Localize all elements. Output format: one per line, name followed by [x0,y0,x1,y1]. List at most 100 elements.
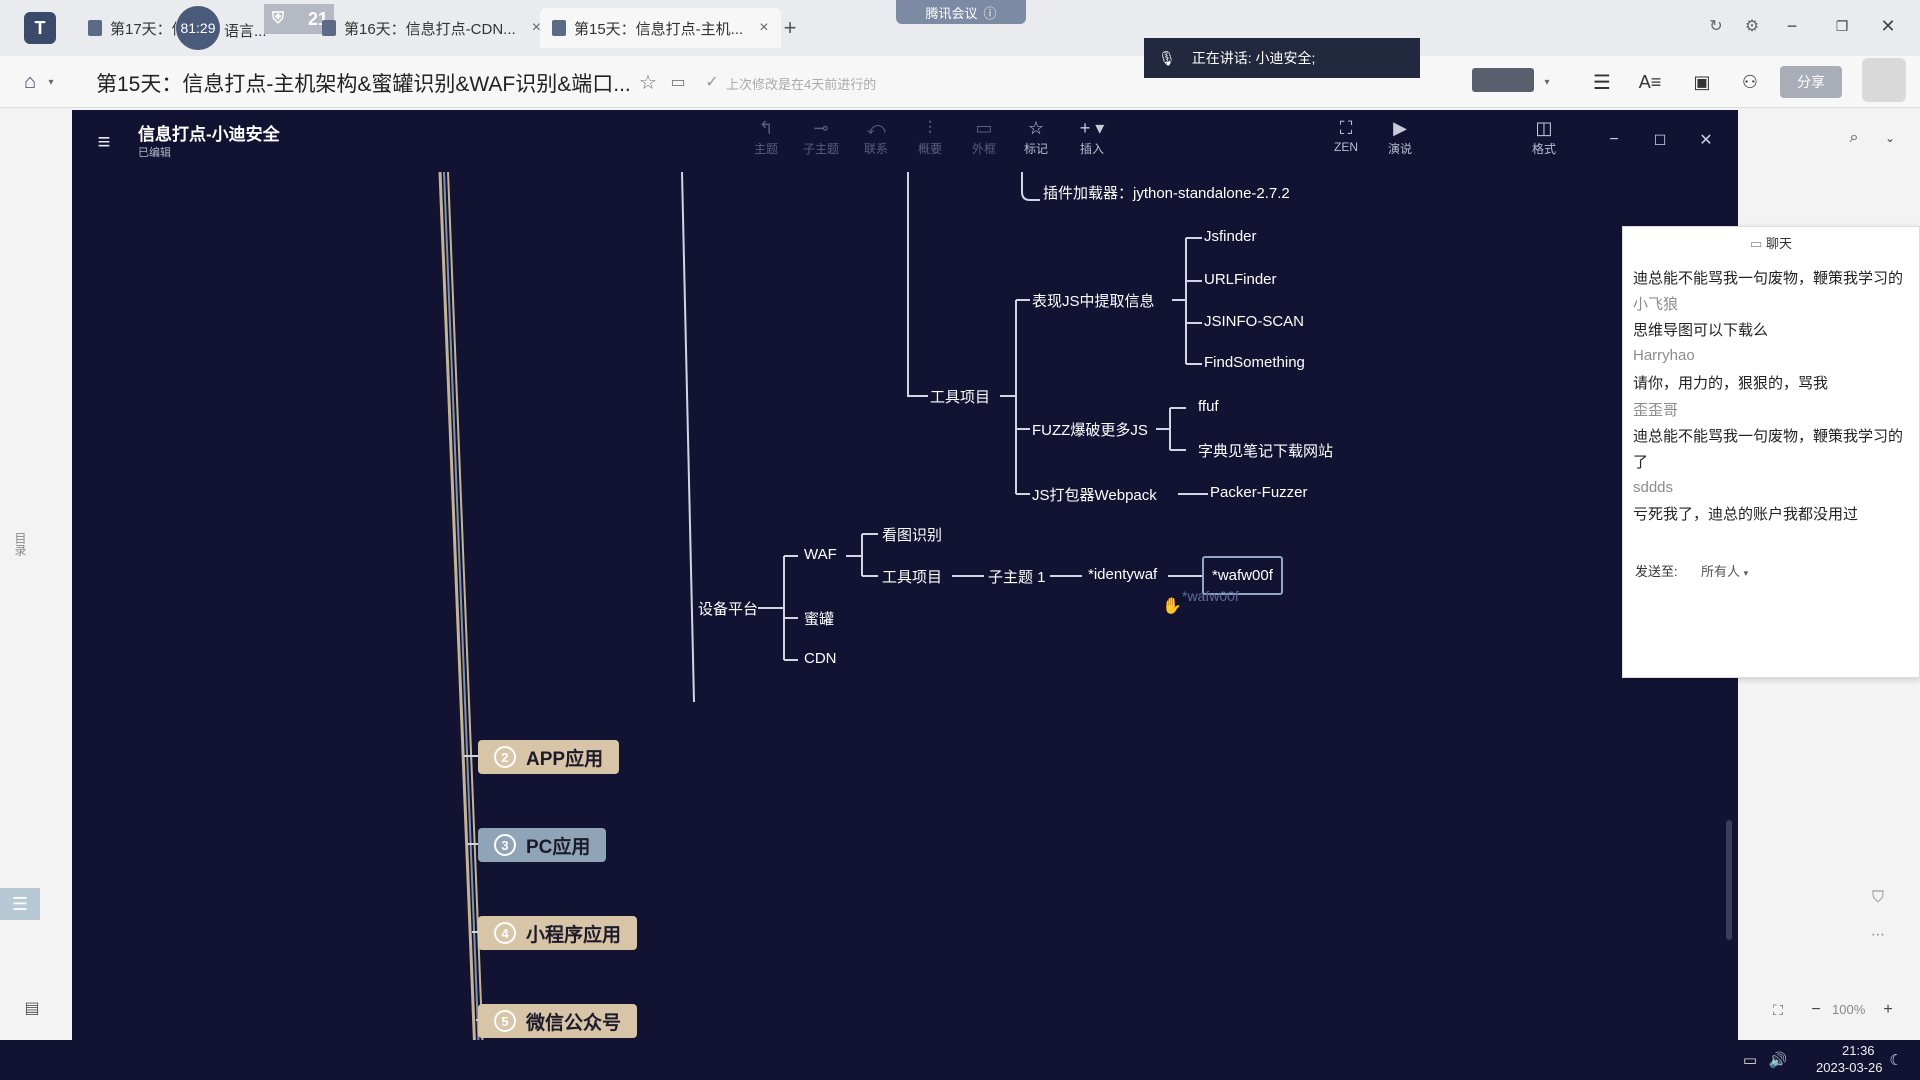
settings-icon[interactable]: ⚙ [1744,18,1760,35]
insert-plus-icon: + ▾ [1079,118,1105,138]
node-identywaf[interactable]: *identywaf [1088,566,1158,583]
node-subtopic[interactable]: 子主题 1 [988,569,1046,586]
chat-message: 迪总能不能骂我一句废物，鞭策我学习的 [1633,428,1904,445]
node-packer-fuzzer[interactable]: Packer-Fuzzer [1210,484,1308,501]
node-waf-image[interactable]: 看图识别 [882,527,943,544]
send-to-select[interactable]: 所有人 ▾ [1701,561,1748,580]
share-button[interactable]: 分享 [1780,66,1842,98]
chevron-down-icon[interactable]: ▾ [1544,76,1550,88]
node-webpack[interactable]: JS打包器Webpack [1032,487,1157,504]
page-title: 第15天：信息打点-主机架构&蜜罐识别&WAF识别&端口... [96,73,631,96]
node-jsinfo-scan[interactable]: JSINFO-SCAN [1204,313,1305,330]
zen-mode-button[interactable]: ⛶ZEN [1322,118,1370,154]
tool-insert[interactable]: + ▾插入 [1068,118,1116,157]
hamburger-menu-icon[interactable]: ≡ [97,129,111,154]
user-add-icon[interactable]: ⚇ [1741,71,1759,92]
branch-miniprogram[interactable]: 4 小程序应用 [478,916,638,950]
home-icon[interactable]: ⌂ [23,70,37,93]
node-urlfinder[interactable]: URLFinder [1204,271,1277,288]
tab-day15[interactable]: 第15天：信息打点-主机... × [540,8,781,48]
close-tab-icon[interactable]: × [531,19,542,36]
vertical-scrollbar[interactable] [1726,820,1732,940]
meeting-label: 腾讯会议 [925,5,978,21]
branch-label: APP应用 [526,748,604,770]
node-dictionary[interactable]: 字典见笔记下载网站 [1198,443,1334,460]
document-icon [88,20,102,36]
star-icon[interactable]: ☆ [639,71,657,94]
maximize-icon[interactable]: ❐ [1835,17,1849,34]
tool-label: ZEN [1334,140,1358,154]
boundary-icon: ▭ [975,118,993,138]
tool-marker[interactable]: ☆标记 [1012,118,1060,157]
volume-icon[interactable]: 🔊 [1768,1052,1788,1069]
node-wafw00f-selected[interactable]: *wafw00f [1202,556,1283,595]
app-logo-icon[interactable]: T [24,12,56,44]
tool-label: 主题 [753,142,778,156]
tool-relationship[interactable]: ⤺联系 [852,118,900,157]
avatar-group[interactable] [1472,68,1534,92]
node-tool-project[interactable]: 工具项目 [930,389,991,406]
zoom-in-button[interactable]: + [1883,1001,1893,1018]
node-plugin-loader[interactable]: 插件加载器：jython-standalone-2.7.2 [1043,185,1290,202]
meeting-banner[interactable]: 腾讯会议 ⓘ [896,0,1026,24]
chevron-down-icon[interactable]: ⌄ [1884,131,1896,145]
app-close-icon[interactable]: ✕ [1699,132,1713,149]
chat-bubble-icon: ▭ [1750,236,1763,251]
branch-wechat[interactable]: 5 微信公众号 [478,1004,638,1038]
app-maximize-icon[interactable]: ☐ [1653,131,1667,148]
present-button[interactable]: ▶演说 [1376,118,1424,157]
tab-label: 第15天：信息打点-主机... [574,20,744,38]
tool-boundary[interactable]: ▭外框 [960,118,1008,157]
node-js-extract[interactable]: 表现JS中提取信息 [1032,293,1155,310]
network-icon[interactable]: ▭ [1742,1052,1758,1069]
document-icon [322,20,336,36]
new-tab-button[interactable]: + [783,15,797,40]
notes-icon[interactable]: ▤ [24,1000,40,1017]
node-device-platform[interactable]: 设备平台 [698,601,759,618]
dropdown-icon: ▾ [1743,568,1749,578]
node-waf[interactable]: WAF [804,546,837,563]
branch-app[interactable]: 2 APP应用 [478,740,620,774]
tab-day16[interactable]: 第16天：信息打点-CDN... × [310,8,553,48]
refresh-icon[interactable]: ↻ [1709,18,1723,35]
menu-icon[interactable]: ☰ [1593,71,1611,94]
branch-number: 5 [494,1010,516,1032]
clock-date: 2023-03-26 [1816,1060,1883,1075]
node-fuzz[interactable]: FUZZ爆破更多JS [1032,422,1148,439]
branch-pc[interactable]: 3 PC应用 [478,828,607,862]
user-avatar[interactable] [1862,58,1906,102]
shirt-icon[interactable]: ⛉ [1871,889,1884,906]
node-ffuf[interactable]: ffuf [1198,398,1219,415]
plus-glyph: + [1079,118,1091,138]
outline-tab[interactable]: 目录 [13,532,27,556]
fit-screen-icon[interactable]: ⛶ [1773,1001,1783,1018]
node-honeypot[interactable]: 蜜罐 [804,611,835,628]
minimize-icon[interactable]: − [1786,15,1798,36]
close-window-icon[interactable]: ✕ [1880,15,1896,36]
tool-topic[interactable]: ↰主题 [742,118,790,157]
outline-list-icon[interactable]: ☰ [0,888,40,920]
close-tab-icon[interactable]: × [759,19,769,36]
branch-number: 3 [494,834,516,856]
tool-summary[interactable]: ⫶概要 [906,118,954,157]
node-waf-tools[interactable]: 工具项目 [882,569,943,586]
more-icon[interactable]: ⋯ [1871,925,1885,942]
timer-badge: 81:29 [176,6,220,50]
present-icon[interactable]: ▣ [1693,71,1711,92]
node-cdn[interactable]: CDN [804,650,837,667]
folder-icon[interactable]: ▭ [670,74,686,91]
tab-day17[interactable]: 第17天：信 [76,8,199,48]
format-button[interactable]: ◫格式 [1520,118,1568,157]
clock-time: 21:36 [1842,1043,1875,1058]
tool-subtopic[interactable]: ⊸子主题 [797,118,845,157]
app-minimize-icon[interactable]: − [1609,131,1619,148]
notification-icon[interactable]: ☾ [1889,1052,1903,1069]
chevron-down-icon[interactable]: ▾ [48,76,54,88]
font-size-icon[interactable]: A≡ [1638,71,1662,92]
node-findsomething[interactable]: FindSomething [1204,354,1305,371]
search-icon[interactable]: ⌕ [1849,129,1859,146]
node-jsfinder[interactable]: Jsfinder [1204,228,1257,245]
zoom-out-button[interactable]: − [1811,1001,1821,1018]
summary-icon: ⫶ [927,118,933,138]
tab-partial-text: 语言... [224,23,267,40]
